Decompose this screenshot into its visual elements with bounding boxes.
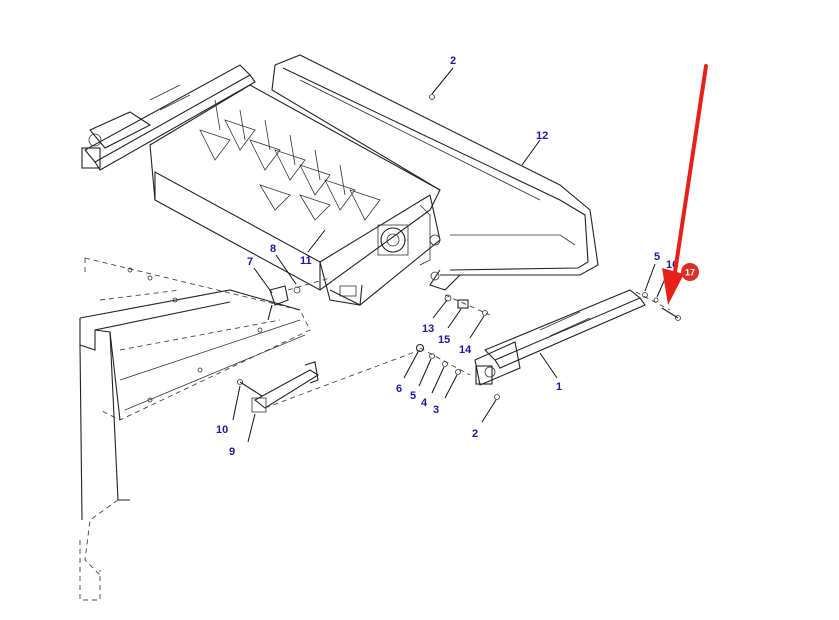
small-hardware — [237, 94, 681, 413]
ring-16 — [653, 297, 659, 303]
callout-7: 7 — [247, 256, 253, 268]
bolt-6 — [415, 343, 425, 353]
machine-frame — [79, 257, 311, 601]
pin-17 — [661, 307, 679, 319]
badge-label: 17 — [685, 268, 695, 278]
bolt-2-upper — [429, 94, 435, 100]
part-number-badge — [681, 263, 699, 281]
rotor-blades — [199, 99, 381, 221]
callout-12: 12 — [536, 130, 548, 142]
callout-14: 14 — [459, 344, 472, 356]
callout-15: 15 — [438, 334, 450, 346]
callout-group: 2 12 11 8 7 5 16 13 15 14 1 6 5 4 3 2 10 — [216, 55, 678, 458]
left-arm-assembly — [81, 64, 256, 171]
callout-5-lower: 5 — [410, 390, 416, 402]
callout-13: 13 — [422, 323, 434, 335]
callout-1: 1 — [556, 381, 562, 393]
highlight-marker: 17 — [662, 64, 708, 305]
callout-6: 6 — [396, 383, 402, 395]
callout-2-bottom: 2 — [472, 428, 478, 440]
bolt-2-lower — [494, 394, 500, 400]
callout-11: 11 — [300, 255, 312, 267]
washer-5-right — [642, 292, 648, 298]
right-arm-assembly — [474, 289, 646, 386]
nut-3 — [455, 369, 461, 375]
washer-13 — [444, 294, 452, 302]
callout-3: 3 — [433, 404, 439, 416]
red-arrow-shaft — [670, 64, 708, 294]
hood-shield — [271, 54, 599, 291]
red-arrow-head — [662, 268, 684, 305]
callout-5-right: 5 — [654, 251, 660, 263]
callout-10: 10 — [216, 424, 228, 436]
rotor-assembly — [149, 84, 441, 306]
callout-2-top: 2 — [450, 55, 456, 67]
callout-8: 8 — [270, 243, 276, 255]
callout-9: 9 — [229, 446, 235, 458]
washer-5 — [429, 353, 435, 359]
bushing-15 — [457, 299, 469, 309]
callout-4: 4 — [421, 397, 428, 409]
nut-14 — [482, 310, 488, 316]
